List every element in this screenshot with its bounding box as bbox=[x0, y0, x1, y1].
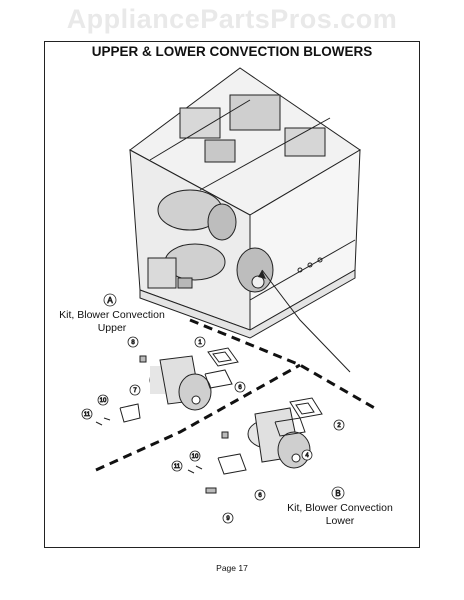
svg-text:4: 4 bbox=[305, 453, 309, 459]
callout-10b: 10 bbox=[189, 450, 201, 462]
callout-10a: 10 bbox=[97, 394, 109, 406]
kit-b-marker: B bbox=[331, 486, 345, 500]
diagram-frame bbox=[44, 41, 420, 548]
svg-text:A: A bbox=[107, 296, 113, 305]
callout-7: 7 bbox=[129, 384, 141, 396]
callout-9: 9 bbox=[222, 512, 234, 524]
callout-8: 8 bbox=[127, 336, 139, 348]
callout-6a: 6 bbox=[234, 381, 246, 393]
callout-2: 2 bbox=[333, 419, 345, 431]
watermark: AppliancePartsPros.com bbox=[66, 4, 398, 34]
kit-a-line1: Kit, Blower Convection bbox=[59, 309, 165, 321]
svg-text:9: 9 bbox=[226, 516, 230, 522]
svg-text:11: 11 bbox=[174, 464, 181, 470]
kit-b-label: Kit, Blower Convection Lower bbox=[286, 502, 394, 528]
svg-text:7: 7 bbox=[133, 388, 137, 394]
kit-a-line2: Upper bbox=[97, 322, 127, 334]
part-callouts: 1 8 6 7 10 11 2 4 10 11 6 9 bbox=[81, 336, 345, 524]
leader-line bbox=[261, 269, 351, 373]
svg-text:6: 6 bbox=[258, 493, 262, 499]
callout-11a: 11 bbox=[81, 408, 93, 420]
svg-text:8: 8 bbox=[131, 340, 135, 346]
oven-assembly bbox=[129, 67, 361, 339]
svg-text:1: 1 bbox=[198, 340, 202, 346]
svg-text:B: B bbox=[335, 489, 340, 498]
svg-text:10: 10 bbox=[100, 398, 107, 404]
callout-1: 1 bbox=[194, 336, 206, 348]
svg-text:11: 11 bbox=[84, 412, 91, 418]
callout-6b: 6 bbox=[254, 489, 266, 501]
kit-a-marker: A bbox=[103, 293, 117, 307]
page-number: Page 17 bbox=[216, 563, 248, 573]
callout-11b: 11 bbox=[171, 460, 183, 472]
lower-kit-parts bbox=[187, 397, 323, 494]
upper-kit-parts bbox=[95, 347, 239, 426]
kit-b-line1: Kit, Blower Convection bbox=[287, 502, 393, 514]
kit-a-label: Kit, Blower Convection Upper bbox=[58, 309, 166, 335]
svg-text:10: 10 bbox=[192, 454, 199, 460]
callout-4: 4 bbox=[301, 449, 313, 461]
diagram-title: UPPER & LOWER CONVECTION BLOWERS bbox=[91, 44, 373, 59]
separator-dashes bbox=[95, 318, 379, 472]
svg-text:6: 6 bbox=[238, 385, 242, 391]
svg-text:2: 2 bbox=[337, 423, 341, 429]
kit-b-line2: Lower bbox=[325, 515, 355, 527]
